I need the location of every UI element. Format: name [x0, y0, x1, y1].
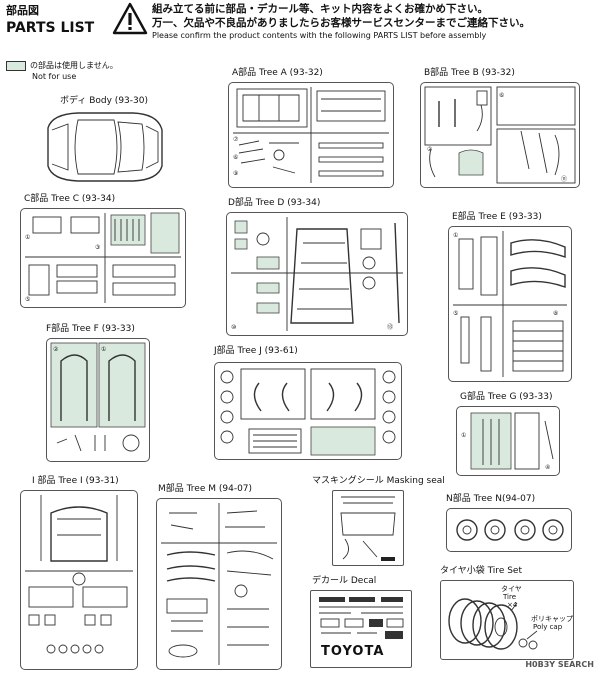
header: 部品図 PARTS LIST 組み立てる前に部品・デカール等、キット内容をよくお…	[0, 0, 600, 48]
legend-en: Not for use	[32, 72, 77, 81]
tree-n-panel	[446, 508, 572, 552]
decal-toyota-logo: TOYOTA	[321, 644, 385, 659]
svg-text:④: ④	[545, 464, 550, 471]
tree-i-drawing	[25, 495, 133, 654]
tree-i-panel	[20, 490, 138, 670]
tree-g-panel: ① ④	[456, 406, 560, 476]
tree-f-drawing: ② ①	[50, 342, 146, 452]
svg-text:⑧: ⑧	[553, 310, 558, 317]
svg-text:②: ②	[427, 146, 433, 153]
svg-text:⑦: ⑦	[233, 136, 239, 143]
svg-text:①: ①	[461, 432, 466, 439]
tree-g-drawing: ① ④	[461, 412, 554, 471]
notice: 組み立てる前に部品・デカール等、キット内容をよくお確かめ下さい。 万一、欠品や不…	[152, 2, 596, 42]
tree-m-panel	[156, 498, 282, 670]
tree-e-panel: ① ⑤ ⑧	[448, 226, 572, 382]
section-title-tree-m: M部品 Tree M (94-07)	[158, 484, 253, 494]
tree-b-drawing: ② ⑥ ⑪	[424, 86, 576, 184]
svg-text:⑩: ⑩	[231, 324, 236, 331]
title-jp: 部品図	[6, 4, 39, 17]
masking-seal-sheet	[332, 490, 404, 566]
tree-d-panel: ⑩ ⑬	[226, 212, 408, 336]
section-title-tree-d: D部品 Tree D (93-34)	[228, 198, 321, 208]
legend-swatch	[6, 61, 26, 71]
notice-english: Please confirm the product contents with…	[152, 31, 487, 40]
svg-text:①: ①	[453, 232, 458, 239]
section-title-body: ボディ Body (93-30)	[60, 96, 148, 106]
tree-c-panel: ① ③ ⑤	[20, 208, 186, 308]
svg-text:①: ①	[101, 346, 106, 353]
tree-a-panel: ⑦ ⑥ ⑨	[228, 82, 394, 188]
tire-set-panel: タイヤ Tire ×4 ポリキャップ Poly cap	[440, 580, 574, 660]
legend-jp: の部品は使用しません。	[30, 61, 118, 70]
tire-label-en: Tire	[503, 593, 517, 601]
tire-label-jp: タイヤ	[501, 585, 522, 593]
section-title-tree-e: E部品 Tree E (93-33)	[452, 212, 542, 222]
tree-b-panel: ② ⑥ ⑪	[420, 82, 580, 188]
svg-text:③: ③	[95, 244, 100, 251]
svg-text:⑤: ⑤	[453, 310, 458, 317]
tree-a-drawing: ⑦ ⑥ ⑨	[233, 87, 389, 183]
section-title-tree-j: J部品 Tree J (93-61)	[214, 346, 298, 356]
decal-sheet: TOYOTA	[310, 590, 412, 668]
tire-drawing	[448, 598, 538, 650]
section-title-tree-c: C部品 Tree C (93-34)	[24, 194, 116, 204]
section-title-tree-f: F部品 Tree F (93-33)	[46, 324, 135, 334]
notice-line-1: 組み立てる前に部品・デカール等、キット内容をよくお確かめ下さい。	[152, 3, 488, 15]
parts-list-title: 部品図 PARTS LIST	[6, 4, 110, 44]
tree-e-drawing: ① ⑤ ⑧	[453, 231, 567, 377]
polycap-label-jp: ポリキャップ	[531, 615, 573, 623]
section-title-tree-i: I 部品 Tree I (93-31)	[32, 476, 119, 486]
body-drawing	[47, 112, 163, 182]
title-en: PARTS LIST	[6, 20, 95, 36]
tree-j-drawing	[220, 368, 396, 456]
svg-text:⑬: ⑬	[387, 323, 393, 331]
watermark: H0B3Y SEARCH	[525, 660, 594, 669]
notice-line-2: 万一、欠品や不良品がありましたらお客様サービスセンターまでご連絡下さい。	[152, 17, 530, 29]
svg-text:⑨: ⑨	[233, 170, 238, 177]
tree-d-drawing: ⑩ ⑬	[231, 217, 403, 331]
masking-drawing	[340, 496, 396, 561]
section-title-masking: マスキングシール Masking seal	[312, 476, 445, 486]
decal-drawing	[319, 597, 404, 639]
section-title-tire: タイヤ小袋 Tire Set	[440, 566, 522, 576]
tire-quantity: ×4	[507, 601, 518, 609]
svg-text:⑪: ⑪	[561, 175, 567, 183]
tree-c-drawing: ① ③ ⑤	[25, 212, 181, 303]
section-title-tree-g: G部品 Tree G (93-33)	[460, 392, 553, 402]
section-title-tree-a: A部品 Tree A (93-32)	[232, 68, 323, 78]
tree-f-panel: ② ①	[46, 338, 150, 462]
tree-m-drawing	[161, 503, 277, 665]
svg-text:⑥: ⑥	[233, 154, 238, 161]
section-title-tree-n: N部品 Tree N(94-07)	[446, 494, 536, 504]
tree-n-drawing	[456, 519, 564, 541]
tree-j-panel	[214, 362, 402, 460]
section-title-decal: デカール Decal	[312, 576, 377, 586]
svg-text:②: ②	[53, 346, 59, 353]
svg-text:⑥: ⑥	[499, 92, 504, 99]
svg-text:⑤: ⑤	[25, 296, 30, 303]
polycap-label-en: Poly cap	[533, 623, 563, 631]
warning-icon	[112, 2, 148, 35]
section-title-tree-b: B部品 Tree B (93-32)	[424, 68, 515, 78]
svg-text:①: ①	[25, 234, 30, 241]
